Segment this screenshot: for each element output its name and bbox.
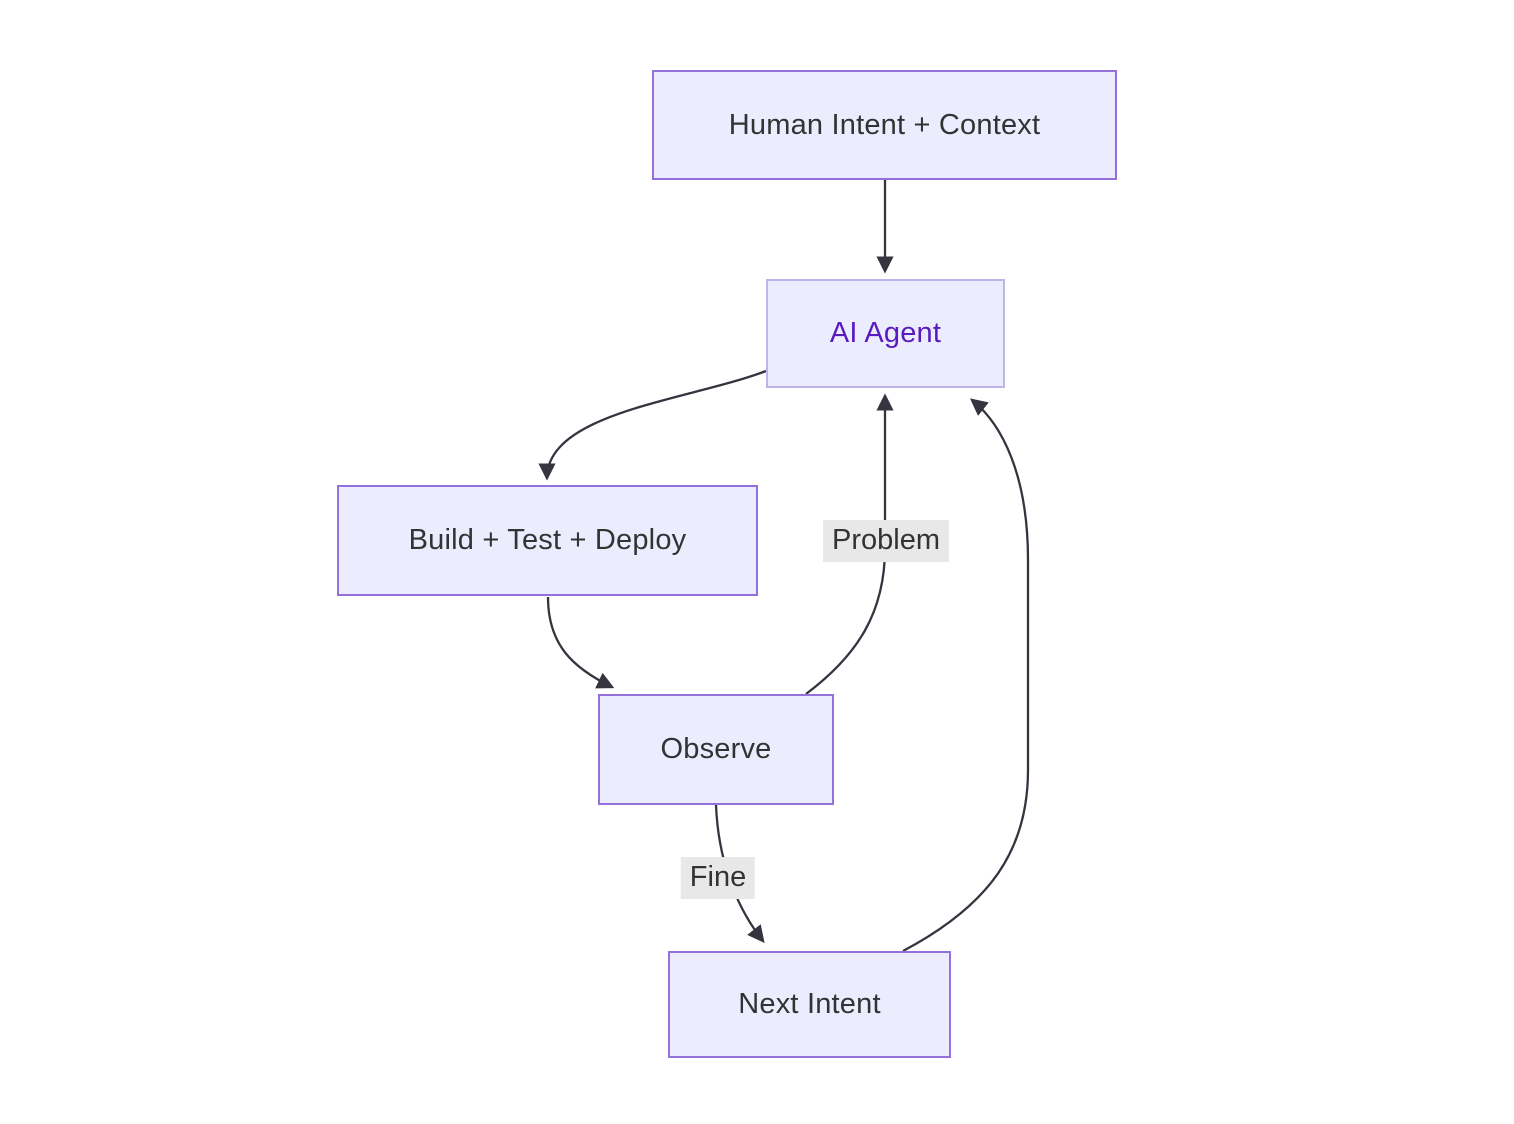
edge-build-to-observe	[546, 596, 615, 689]
edge-label-text: Problem	[832, 524, 940, 557]
edge-label-problem: Problem	[823, 520, 949, 562]
node-ai-agent: AI Agent	[766, 279, 1005, 388]
node-next-intent: Next Intent	[668, 951, 951, 1058]
node-label: Observe	[660, 733, 772, 765]
edge-next-intent-to-ai-agent	[902, 398, 1030, 953]
node-label: Build + Test + Deploy	[408, 524, 687, 556]
node-label: AI Agent	[829, 317, 942, 349]
edge-ai-agent-to-build	[538, 369, 767, 481]
node-label: Next Intent	[738, 988, 881, 1020]
node-label: Human Intent + Context	[728, 108, 1041, 141]
node-observe: Observe	[598, 694, 834, 805]
node-build-test-deploy: Build + Test + Deploy	[337, 485, 758, 596]
edge-label-fine: Fine	[680, 857, 756, 899]
edge-label-text: Fine	[689, 861, 747, 894]
node-human-intent-context: Human Intent + Context	[652, 70, 1117, 180]
